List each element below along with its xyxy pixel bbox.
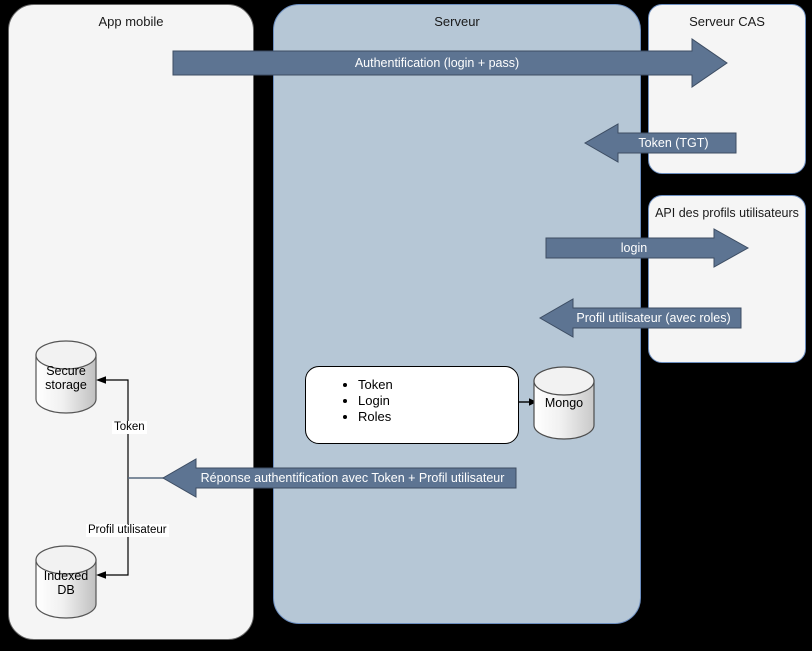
- payload-item-token: Token: [358, 377, 518, 392]
- lane-serveur-title: Serveur: [434, 14, 480, 29]
- arrow-token-tgt[interactable]: Token (TGT): [583, 123, 737, 163]
- box-api-profils-utilisateurs[interactable]: API des profils utilisateurs: [648, 195, 806, 363]
- connector-profil-utilisateur-label: Profil utilisateur: [86, 524, 169, 537]
- datastore-secure-storage[interactable]: Secure storage: [35, 340, 97, 414]
- connector-token-label: Token: [112, 421, 147, 434]
- box-serveur-cas-title: Serveur CAS: [689, 14, 765, 29]
- datastore-indexed-db[interactable]: Indexed DB: [35, 545, 97, 619]
- lane-app-mobile-title: App mobile: [98, 14, 164, 29]
- payload-item-login: Login: [358, 393, 518, 408]
- connector-payload-to-mongo: [519, 396, 537, 408]
- arrow-profil-utilisateur-roles[interactable]: Profil utilisateur (avec roles): [538, 298, 742, 338]
- payload-box[interactable]: Token Login Roles: [305, 366, 519, 444]
- arrow-authentification[interactable]: Authentification (login + pass): [172, 38, 728, 88]
- arrow-reponse-authentification[interactable]: Réponse authentification avec Token + Pr…: [161, 458, 517, 498]
- arrow-login[interactable]: login: [545, 228, 750, 268]
- payload-box-list: Token Login Roles: [306, 367, 518, 424]
- payload-item-roles: Roles: [358, 409, 518, 424]
- datastore-mongo[interactable]: Mongo: [533, 366, 595, 440]
- connector-response-to-stores: [90, 375, 180, 585]
- box-api-profils-utilisateurs-title: API des profils utilisateurs: [655, 206, 799, 220]
